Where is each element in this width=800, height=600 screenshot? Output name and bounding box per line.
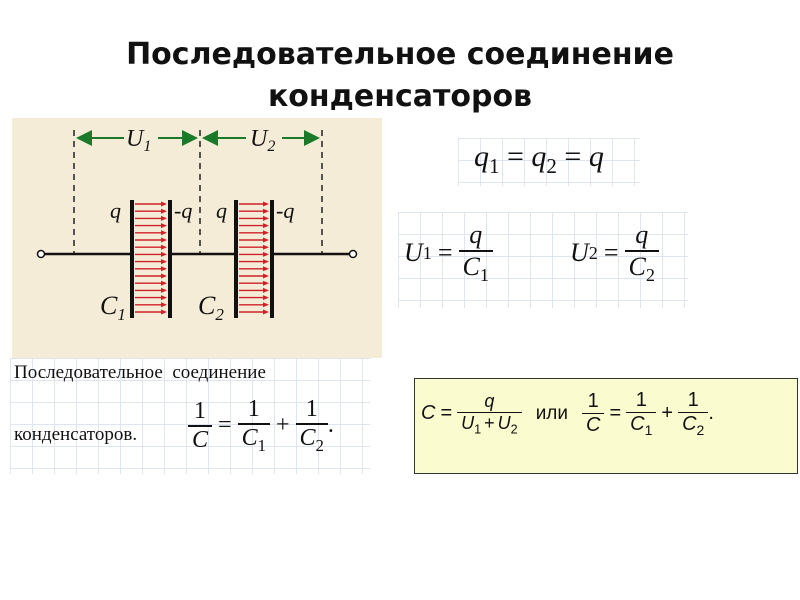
- c1-plate-right: [168, 200, 172, 318]
- c1-field-arrowhead: [161, 302, 167, 308]
- c1-field-arrowhead: [161, 259, 167, 265]
- terminal-right: [348, 249, 358, 259]
- c2-minus-q: -q: [276, 198, 294, 223]
- summary-formula-box: C = q U1+U2 или 1 C = 1 C1 + 1 C2 .: [414, 378, 798, 474]
- c2-field-arrowhead: [263, 280, 269, 286]
- c2-field-arrowhead: [263, 309, 269, 315]
- c2-field-arrowhead: [263, 266, 269, 272]
- c1-field-arrowhead: [161, 244, 167, 250]
- c2-field-arrowhead: [263, 295, 269, 301]
- c2-field-arrowhead: [263, 215, 269, 221]
- c1-field-arrowhead: [161, 223, 167, 229]
- caption-line1: Последовательное соединение: [14, 362, 266, 383]
- c1-field-arrowhead: [161, 201, 167, 207]
- summary-frac-q: q U1+U2: [457, 391, 522, 436]
- u2-fraction: q C2: [624, 220, 659, 286]
- c2-field-arrowhead: [263, 244, 269, 250]
- charge-equality-panel: q1 = q2 = q: [458, 138, 640, 186]
- c1-field-arrowhead: [161, 251, 167, 257]
- caption-frac-c: 1 C: [188, 398, 213, 454]
- caption-frac-c1: 1 C1: [237, 396, 270, 456]
- summary-or-word: или: [535, 402, 569, 424]
- c1-field-arrowhead: [161, 273, 167, 279]
- u1-fraction: q C1: [458, 220, 493, 286]
- c1-field-arrowhead: [161, 215, 167, 221]
- slide-title-line1: Последовательное соединение: [126, 37, 674, 72]
- caption-frac-c2: 1 C2: [295, 396, 328, 456]
- charge-equality-formula: q1 = q2 = q: [474, 140, 604, 178]
- c1-field-arrowhead: [161, 295, 167, 301]
- caption-panel: Последовательное соединение конденсаторо…: [10, 358, 370, 474]
- c1-field-arrowhead: [161, 287, 167, 293]
- c2-field-arrowhead: [263, 287, 269, 293]
- c1-field-arrowhead: [161, 208, 167, 214]
- c1-field-arrowhead: [161, 266, 167, 272]
- capacitor-diagram: U1 U2 q -q q -q C1 C2: [12, 118, 382, 358]
- u1-label: U1: [126, 126, 151, 155]
- c2-label: C2: [198, 291, 224, 324]
- c2-field-arrowhead: [263, 302, 269, 308]
- series-capacitance-formula: 1 C = 1 C1 + 1 C2 .: [188, 396, 334, 456]
- c1-field-arrowhead: [161, 309, 167, 315]
- c2-field-arrowhead: [263, 201, 269, 207]
- c2-field-arrowhead: [263, 273, 269, 279]
- c1-label: C1: [100, 291, 126, 324]
- c2-field-lines: [239, 201, 269, 315]
- c2-field-arrowhead: [263, 237, 269, 243]
- c1-field-arrowhead: [161, 237, 167, 243]
- summary-frac-c2: 1 C2: [678, 389, 709, 438]
- c1-plate-left: [130, 200, 134, 318]
- c1-field-arrowhead: [161, 230, 167, 236]
- c2-plus-q: q: [216, 198, 227, 223]
- slide-title: Последовательное соединение конденсаторо…: [0, 34, 800, 118]
- c2-field-arrowhead: [263, 251, 269, 257]
- c1-plus-q: q: [110, 198, 121, 223]
- c2-field-arrowhead: [263, 259, 269, 265]
- slide-title-line2: конденсаторов: [267, 79, 533, 114]
- caption-line2: конденсаторов.: [14, 424, 138, 445]
- c1-minus-q: -q: [174, 198, 192, 223]
- c2-field-arrowhead: [263, 208, 269, 214]
- summary-frac-c: 1 C: [582, 390, 605, 437]
- c1-field-arrowhead: [161, 280, 167, 286]
- summary-formula: C = q U1+U2 или 1 C = 1 C1 + 1 C2 .: [421, 389, 714, 438]
- capacitor-diagram-svg: U1 U2 q -q q -q C1 C2: [36, 126, 358, 324]
- c2-plate-left: [234, 200, 238, 318]
- summary-frac-c1: 1 C1: [626, 389, 657, 438]
- terminal-left: [36, 249, 46, 259]
- c2-plate-right: [270, 200, 274, 318]
- c2-field-arrowhead: [263, 223, 269, 229]
- c2-field-arrowhead: [263, 230, 269, 236]
- c1-field-lines: [135, 201, 167, 315]
- u2-label: U2: [250, 126, 275, 155]
